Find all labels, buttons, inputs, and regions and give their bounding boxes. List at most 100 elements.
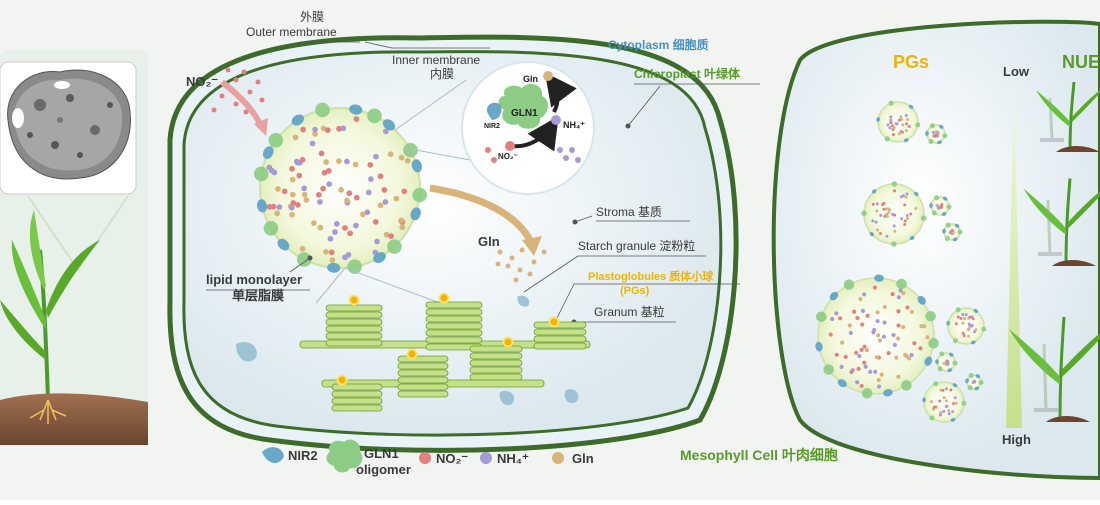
- gln1-inset-label: GLN1: [511, 108, 538, 119]
- thylakoid-disc: [326, 319, 382, 325]
- gln1-oligomer: [968, 385, 973, 390]
- mesophyll-cell-label: Mesophyll Cell 叶肉细胞: [680, 447, 838, 463]
- metabolite-dot: [855, 316, 859, 320]
- thylakoid-disc: [326, 340, 382, 346]
- no2-dot: [220, 94, 225, 99]
- metabolite-dot: [323, 249, 329, 255]
- legend-gln-label: Gln: [572, 451, 594, 466]
- metabolite-dot: [289, 212, 295, 218]
- metabolite-dot: [865, 348, 869, 352]
- metabolite-dot: [316, 192, 322, 198]
- thylakoid-disc: [326, 312, 382, 318]
- metabolite-dot: [311, 220, 317, 226]
- metabolite-dot: [383, 199, 389, 205]
- metabolite-dot: [863, 345, 867, 349]
- metabolite-dot: [875, 355, 879, 359]
- metabolite-dot: [330, 257, 336, 263]
- metabolite-dot: [338, 187, 344, 193]
- plastoglobule-small: [504, 338, 513, 347]
- gln-dot: [518, 268, 523, 273]
- metabolite-dot: [935, 130, 938, 133]
- metabolite-dot: [905, 196, 908, 199]
- metabolite-dot: [346, 252, 352, 258]
- gln-dot: [506, 264, 511, 269]
- metabolite-dot: [912, 341, 916, 345]
- thylakoid-disc: [398, 370, 448, 376]
- legend-nir2-icon: [262, 447, 284, 463]
- metabolite-dot: [888, 126, 891, 129]
- metabolite-dot: [405, 158, 411, 164]
- gln1-oligomer: [892, 181, 897, 186]
- metabolite-dot: [295, 202, 301, 208]
- metabolite-dot: [388, 151, 394, 157]
- metabolite-dot: [951, 410, 954, 413]
- plastoglobule-small: [408, 350, 417, 359]
- metabolite-dot: [946, 362, 949, 365]
- metabolite-dot: [904, 219, 907, 222]
- metabolite-dot: [934, 406, 937, 409]
- metabolite-dot: [266, 165, 272, 171]
- metabolite-dot: [875, 221, 878, 224]
- metabolite-dot: [940, 203, 943, 206]
- metabolite-dot: [907, 356, 911, 360]
- thylakoid-disc: [332, 398, 382, 404]
- metabolite-dot: [336, 158, 342, 164]
- metabolite-dot: [289, 166, 295, 172]
- metabolite-dot: [885, 235, 888, 238]
- metabolite-dot: [344, 159, 350, 165]
- metabolite-dot: [949, 389, 952, 392]
- metabolite-dot: [353, 162, 359, 168]
- metabolite-dot: [883, 305, 887, 309]
- plastoglobule-small: [550, 318, 559, 327]
- metabolite-dot: [948, 412, 951, 415]
- metabolite-dot: [883, 321, 887, 325]
- nir2-inset-label: NIR2: [484, 123, 500, 130]
- no2-dot: [256, 80, 261, 85]
- legend-no2-label: NO₂⁻: [436, 451, 468, 466]
- metabolite-dot: [955, 402, 958, 405]
- gln-dot: [520, 248, 525, 253]
- metabolite-dot: [910, 310, 914, 314]
- metabolite-dot: [876, 202, 879, 205]
- gln1-oligomer: [956, 307, 961, 312]
- metabolite-dot: [879, 232, 882, 235]
- plastoglobule-small: [338, 376, 347, 385]
- metabolite-dot: [968, 316, 971, 319]
- metabolite-dot: [354, 116, 360, 122]
- metabolite-dot: [947, 409, 950, 412]
- no2-inset-label: NO₂⁻: [498, 152, 518, 161]
- legend-nh4-label: NH₄⁺: [497, 451, 529, 466]
- metabolite-dot: [378, 173, 384, 179]
- metabolite-dot: [849, 331, 853, 335]
- metabolite-dot: [937, 207, 940, 210]
- metabolite-dot: [942, 362, 945, 365]
- metabolite-dot: [891, 292, 895, 296]
- metabolite-dot: [334, 221, 340, 227]
- gln1-oligomer: [939, 352, 944, 357]
- high-label: High: [1002, 432, 1031, 447]
- metabolite-dot: [892, 133, 895, 136]
- metabolite-dot: [903, 203, 906, 206]
- metabolite-dot: [332, 229, 338, 235]
- metabolite-dot: [354, 195, 360, 201]
- gln1-oligomer: [823, 364, 834, 375]
- metabolite-dot: [901, 123, 904, 126]
- metabolite-dot: [344, 198, 350, 204]
- gln-dot: [498, 250, 503, 255]
- plastoglobule-small: [440, 294, 449, 303]
- metabolite-dot: [895, 122, 898, 125]
- pgs-title: PGs: [893, 52, 929, 72]
- legend-nir2-label: NIR2: [288, 448, 318, 463]
- inner-membrane-label: Inner membrane: [392, 53, 480, 67]
- metabolite-dot: [945, 387, 948, 390]
- gln1-oligomer: [934, 195, 939, 200]
- metabolite-dot: [857, 354, 861, 358]
- metabolite-dot: [310, 141, 316, 147]
- metabolite-dot: [875, 210, 878, 213]
- metabolite-dot: [312, 127, 318, 133]
- metabolite-dot: [878, 338, 882, 342]
- metabolite-dot: [328, 236, 334, 242]
- metabolite-dot: [393, 196, 399, 202]
- metabolite-dot: [967, 335, 970, 338]
